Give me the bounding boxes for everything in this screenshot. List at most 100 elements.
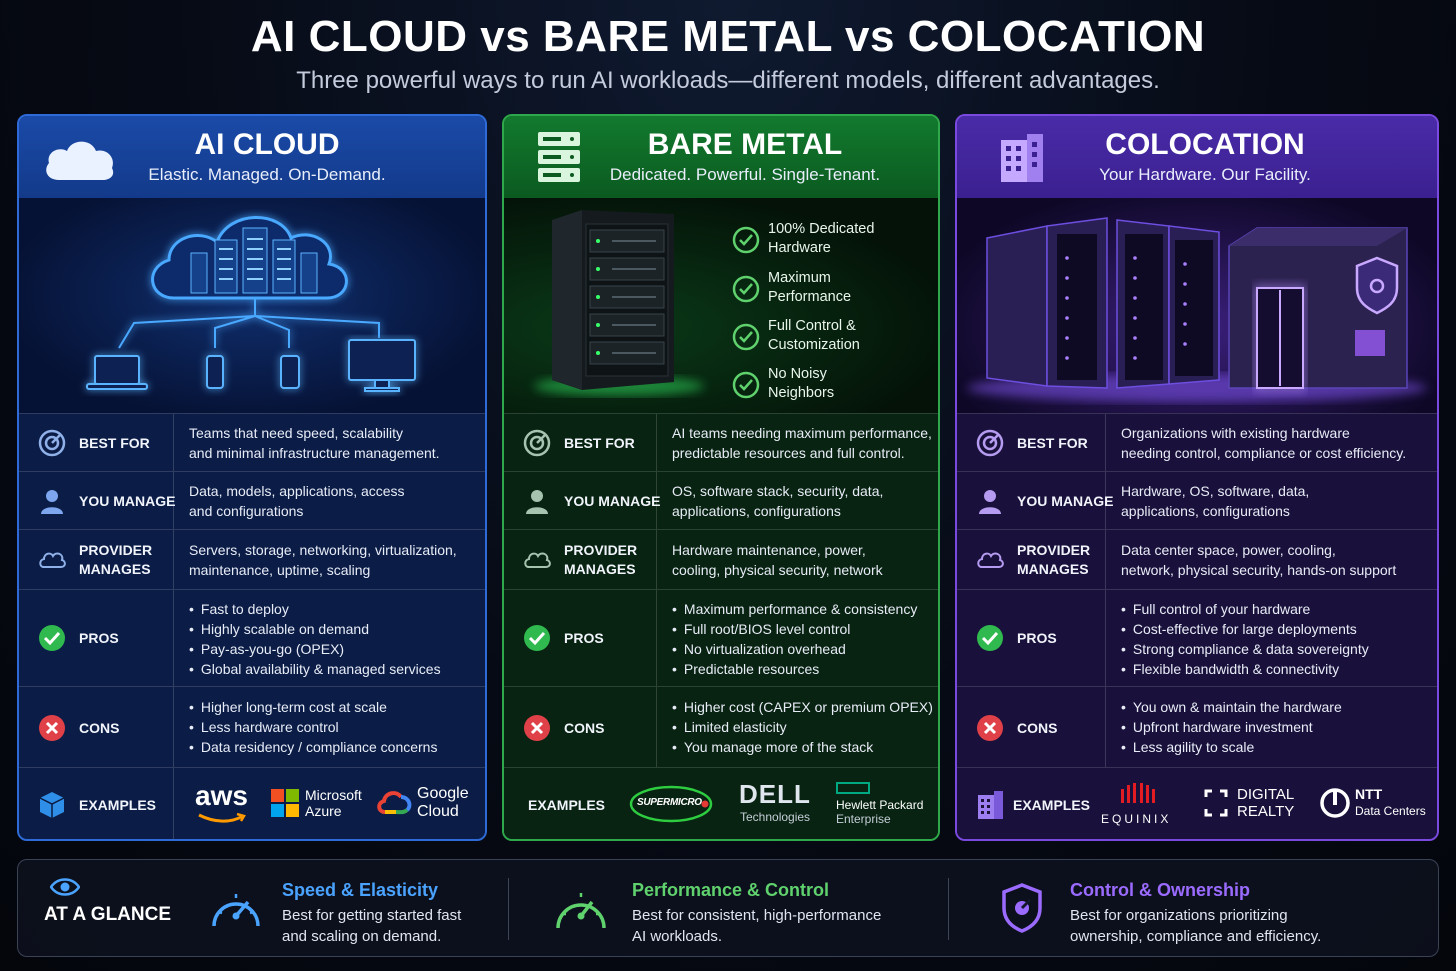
text-line: applications, configurations (672, 503, 841, 519)
row-text: Organizations with existing hardware nee… (1121, 423, 1406, 463)
row-cons: CONS Higher cost (CAPEX or premium OPEX)… (504, 686, 938, 767)
user-icon (526, 490, 548, 514)
column-bare-metal: BARE METAL Dedicated. Powerful. Single-T… (502, 114, 940, 841)
speedometer-icon (212, 894, 260, 927)
eye-icon (50, 878, 80, 896)
row-pros: PROS Fast to deploy Highly scalable on d… (19, 589, 485, 686)
text-line: Maximum (768, 270, 831, 286)
row-divider (656, 414, 657, 471)
text-line: and configurations (189, 503, 304, 519)
text-line: Data center space, power, cooling, (1121, 542, 1336, 558)
label-line: MANAGES (1017, 561, 1089, 577)
x-circle-icon (39, 715, 65, 741)
row-divider (1105, 687, 1106, 767)
glance-label: AT A GLANCE (44, 904, 172, 925)
equinix-logo-text: EQUINIX (1101, 812, 1172, 826)
logo-line: Enterprise (836, 812, 891, 826)
row-text: You own & maintain the hardware Upfront … (1121, 697, 1342, 757)
google-cloud-icon (377, 791, 412, 815)
row-best-for: BEST FOR Teams that need speed, scalabil… (19, 413, 485, 471)
check-circle-icon (524, 625, 550, 651)
column-title: AI CLOUD (194, 128, 340, 161)
row-text: Full control of your hardware Cost-effec… (1121, 599, 1369, 679)
shield-icon (1002, 883, 1042, 933)
dell-logo-text: DELL (739, 779, 811, 809)
row-label: PROS (564, 630, 604, 646)
text-line: Neighbors (768, 385, 835, 401)
column-tagline: Your Hardware. Our Facility. (1099, 165, 1311, 184)
text-line: No Noisy (768, 366, 827, 382)
row-label: PROS (1017, 630, 1057, 646)
row-divider (656, 687, 657, 767)
logo-line: Cloud (417, 803, 459, 820)
datacenter-illustration (967, 217, 1427, 402)
target-icon (38, 429, 66, 457)
cloud-network-illustration (86, 216, 416, 392)
list-item: No virtualization overhead (672, 639, 917, 659)
list-item: You manage more of the stack (672, 737, 933, 757)
logo-line: Hewlett Packard (836, 798, 924, 812)
row-divider (1105, 472, 1106, 529)
text-line: AI workloads. (632, 928, 723, 945)
row-text: Data, models, applications, access and c… (189, 481, 405, 521)
label-line: PROVIDER (564, 542, 638, 558)
row-label: BEST FOR (1017, 435, 1088, 451)
feature-item: Full Control &Customization (732, 317, 932, 357)
row-provider-manages: PROVIDER MANAGES Servers, storage, networ… (19, 529, 485, 589)
row-label: PROS (79, 630, 119, 646)
row-label: EXAMPLES (1013, 797, 1091, 813)
cloud-outline-icon (39, 552, 66, 568)
text-line: network, physical security, hands-on sup… (1121, 562, 1397, 578)
text-line: Organizations with existing hardware (1121, 425, 1350, 441)
check-badge-icon (732, 371, 760, 399)
supermicro-logo-text: SUPERMICRO (637, 797, 702, 808)
text-line: applications, configurations (1121, 503, 1290, 519)
check-badge-icon (732, 323, 760, 351)
colocation-illustration (957, 198, 1437, 413)
list-item: Strong compliance & data sovereignty (1121, 639, 1369, 659)
text-line: Best for consistent, high-performance (632, 907, 882, 924)
row-text: Data center space, power, cooling, netwo… (1121, 540, 1396, 580)
user-icon (979, 490, 1001, 514)
aws-smile-icon (198, 813, 246, 823)
row-text: OS, software stack, security, data, appl… (672, 481, 883, 521)
row-text: Servers, storage, networking, virtualiza… (189, 540, 457, 580)
column-header: BARE METAL Dedicated. Powerful. Single-T… (504, 116, 938, 198)
text-line: and scaling on demand. (282, 928, 442, 945)
row-pros: PROS Full control of your hardware Cost-… (957, 589, 1437, 686)
column-ai-cloud: AI CLOUD Elastic. Managed. On-Demand. (17, 114, 487, 841)
row-you-manage: YOU MANAGE OS, software stack, security,… (504, 471, 938, 529)
row-text: Hardware maintenance, power, cooling, ph… (672, 540, 883, 580)
row-cons: CONS You own & maintain the hardware Upf… (957, 686, 1437, 767)
at-a-glance-panel: AT A GLANCE Speed & Elasticity Best for … (17, 859, 1439, 957)
list-item: Higher long-term cost at scale (189, 697, 437, 717)
glance-item-title: Speed & Elasticity (282, 880, 439, 900)
row-label: CONS (79, 720, 120, 736)
row-you-manage: YOU MANAGE Data, models, applications, a… (19, 471, 485, 529)
cube-icon (39, 792, 65, 818)
ntt-logo-icon (1320, 788, 1350, 818)
logo-line: DIGITAL (1237, 786, 1295, 803)
label-line: MANAGES (79, 561, 151, 577)
label-line: PROVIDER (79, 542, 153, 558)
row-text: Higher cost (CAPEX or premium OPEX) Limi… (672, 697, 933, 757)
row-examples: EXAMPLES SUPERMICRO DELL Technologies He… (504, 767, 938, 839)
text-line: predictable resources and full control. (672, 445, 905, 461)
list-item: Limited elasticity (672, 717, 933, 737)
logo-line: Azure (305, 803, 342, 819)
text-line: Performance (768, 289, 852, 305)
row-pros: PROS Maximum performance & consistency F… (504, 589, 938, 686)
